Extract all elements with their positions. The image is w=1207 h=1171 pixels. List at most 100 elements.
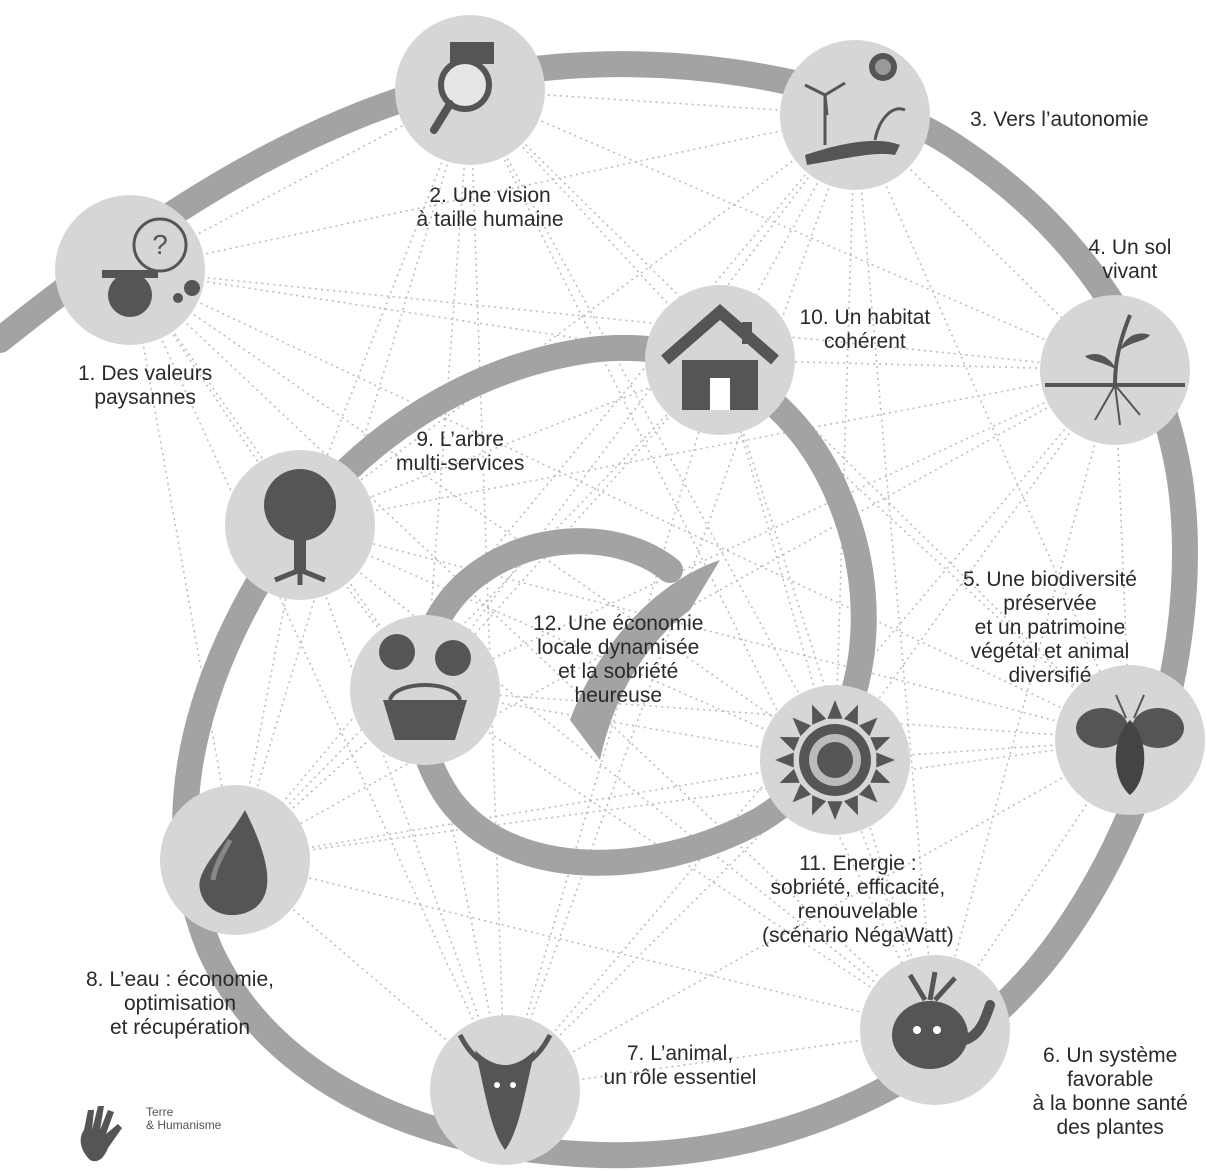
node-11-label-line: sobriété, efficacité,: [770, 876, 946, 899]
link-5-12: [424, 689, 1131, 741]
water-drop-icon: [199, 810, 268, 916]
node-3: [780, 40, 930, 190]
link-1-6: [129, 269, 936, 1031]
node-5-label-line: 5. Une biodiversité: [963, 568, 1137, 591]
node-2: [395, 15, 545, 165]
link-1-2: [129, 89, 471, 271]
house-icon: [661, 304, 779, 410]
link-4-7: [504, 369, 1116, 1091]
node-5-label-line: diversifié: [1008, 664, 1092, 687]
basket-icon: [379, 634, 471, 740]
node-6-label-line: 6. Un système: [1043, 1044, 1178, 1067]
node-3-label: 3. Vers l’autonomie: [970, 108, 1149, 132]
node-11-label-line: 11. Energie :: [799, 852, 917, 875]
node-12-label-line: et la sobriété: [558, 660, 679, 683]
link-5-9: [299, 524, 1131, 741]
node-circles: ?: [55, 15, 1205, 1165]
node-6-label-line: favorable: [1066, 1068, 1154, 1091]
node-9-label-line: 9. L’arbre: [416, 428, 504, 451]
link-7-10: [504, 359, 721, 1091]
plant-roots-icon: [1045, 314, 1185, 426]
terre-humanisme-logo: [80, 1106, 122, 1162]
node-10-label-line: 10. Un habitat: [799, 306, 931, 329]
bee-icon: [1076, 694, 1184, 795]
link-4-9: [299, 369, 1116, 526]
link-1-11: [129, 269, 836, 761]
node-1: ?: [55, 195, 205, 345]
node-5-label-line: et un patrimoine: [974, 616, 1126, 639]
logo-line-1: Terre: [146, 1105, 174, 1119]
link-5-8: [234, 739, 1131, 861]
node-2-label-line: 2. Une vision: [429, 184, 551, 207]
link-5-6: [934, 739, 1131, 1031]
link-2-11: [469, 89, 836, 761]
link-8-10: [234, 359, 721, 861]
node-12-label-line: heureuse: [574, 684, 663, 707]
link-3-9: [299, 114, 856, 526]
beet-icon: [892, 971, 995, 1069]
link-9-11: [299, 524, 836, 761]
node-12-label-line: 12. Une économie: [533, 612, 704, 635]
tree-icon: [264, 469, 336, 585]
node-5-label-line: végétal et animal: [970, 640, 1130, 663]
node-7-label: 7. L’animal,un rôle essentiel: [604, 1042, 757, 1090]
node-11-label-line: (scénario NégaWatt): [762, 924, 954, 947]
link-2-3: [469, 89, 856, 116]
node-8-label-line: optimisation: [123, 992, 237, 1015]
link-4-6: [934, 369, 1116, 1031]
wind-sun-hand-icon: [804, 53, 906, 165]
node-11-label: 11. Energie :sobriété, efficacité,renouv…: [762, 852, 954, 948]
goat-icon: [457, 1033, 553, 1150]
link-1-8: [129, 269, 236, 861]
node-9: [225, 450, 375, 600]
spiral-tail: [570, 560, 720, 760]
node-6: [860, 955, 1010, 1105]
node-5-label-line: préservée: [1003, 592, 1097, 615]
node-5: [1055, 665, 1205, 815]
node-3-circle: [780, 40, 930, 190]
node-7: [430, 1015, 580, 1165]
node-4-label-line: 4. Un sol: [1088, 236, 1172, 259]
logo-text: Terre & Humanisme: [146, 1106, 221, 1132]
node-6-label-line: des plantes: [1056, 1116, 1164, 1139]
node-12-label-line: locale dynamisée: [537, 636, 700, 659]
link-9-12: [299, 524, 426, 691]
node-8-label-line: 8. L’eau : économie,: [86, 968, 274, 991]
sun-icon: [775, 700, 895, 820]
node-2-label-line: à taille humaine: [416, 208, 564, 231]
node-4: [1040, 295, 1190, 445]
logo-line-2: & Humanisme: [146, 1118, 222, 1132]
link-1-12: [129, 269, 426, 691]
svg-text:?: ?: [152, 229, 168, 260]
link-4-11: [834, 369, 1116, 761]
link-1-7: [129, 269, 506, 1091]
node-11-label-line: renouvelable: [797, 900, 919, 923]
node-6-label-line: à la bonne santé: [1032, 1092, 1188, 1115]
node-12: [350, 615, 500, 765]
link-2-6: [469, 89, 936, 1031]
node-1-label-line: 1. Des valeurs: [78, 362, 213, 385]
node-1-label-line: paysannes: [94, 386, 196, 409]
link-3-10: [719, 114, 856, 361]
farmer-icon: ?: [102, 217, 200, 317]
node-8: [160, 785, 310, 935]
link-6-8: [234, 859, 936, 1031]
node-9-label-line: multi-services: [396, 452, 525, 475]
node-12-circle: [350, 615, 500, 765]
link-7-9: [299, 524, 506, 1091]
node-11: [760, 685, 910, 835]
node-10-label-line: cohérent: [824, 330, 906, 353]
node-10: [645, 285, 795, 435]
link-1-5: [129, 269, 1131, 741]
node-3-label-line: 3. Vers l’autonomie: [970, 108, 1149, 131]
